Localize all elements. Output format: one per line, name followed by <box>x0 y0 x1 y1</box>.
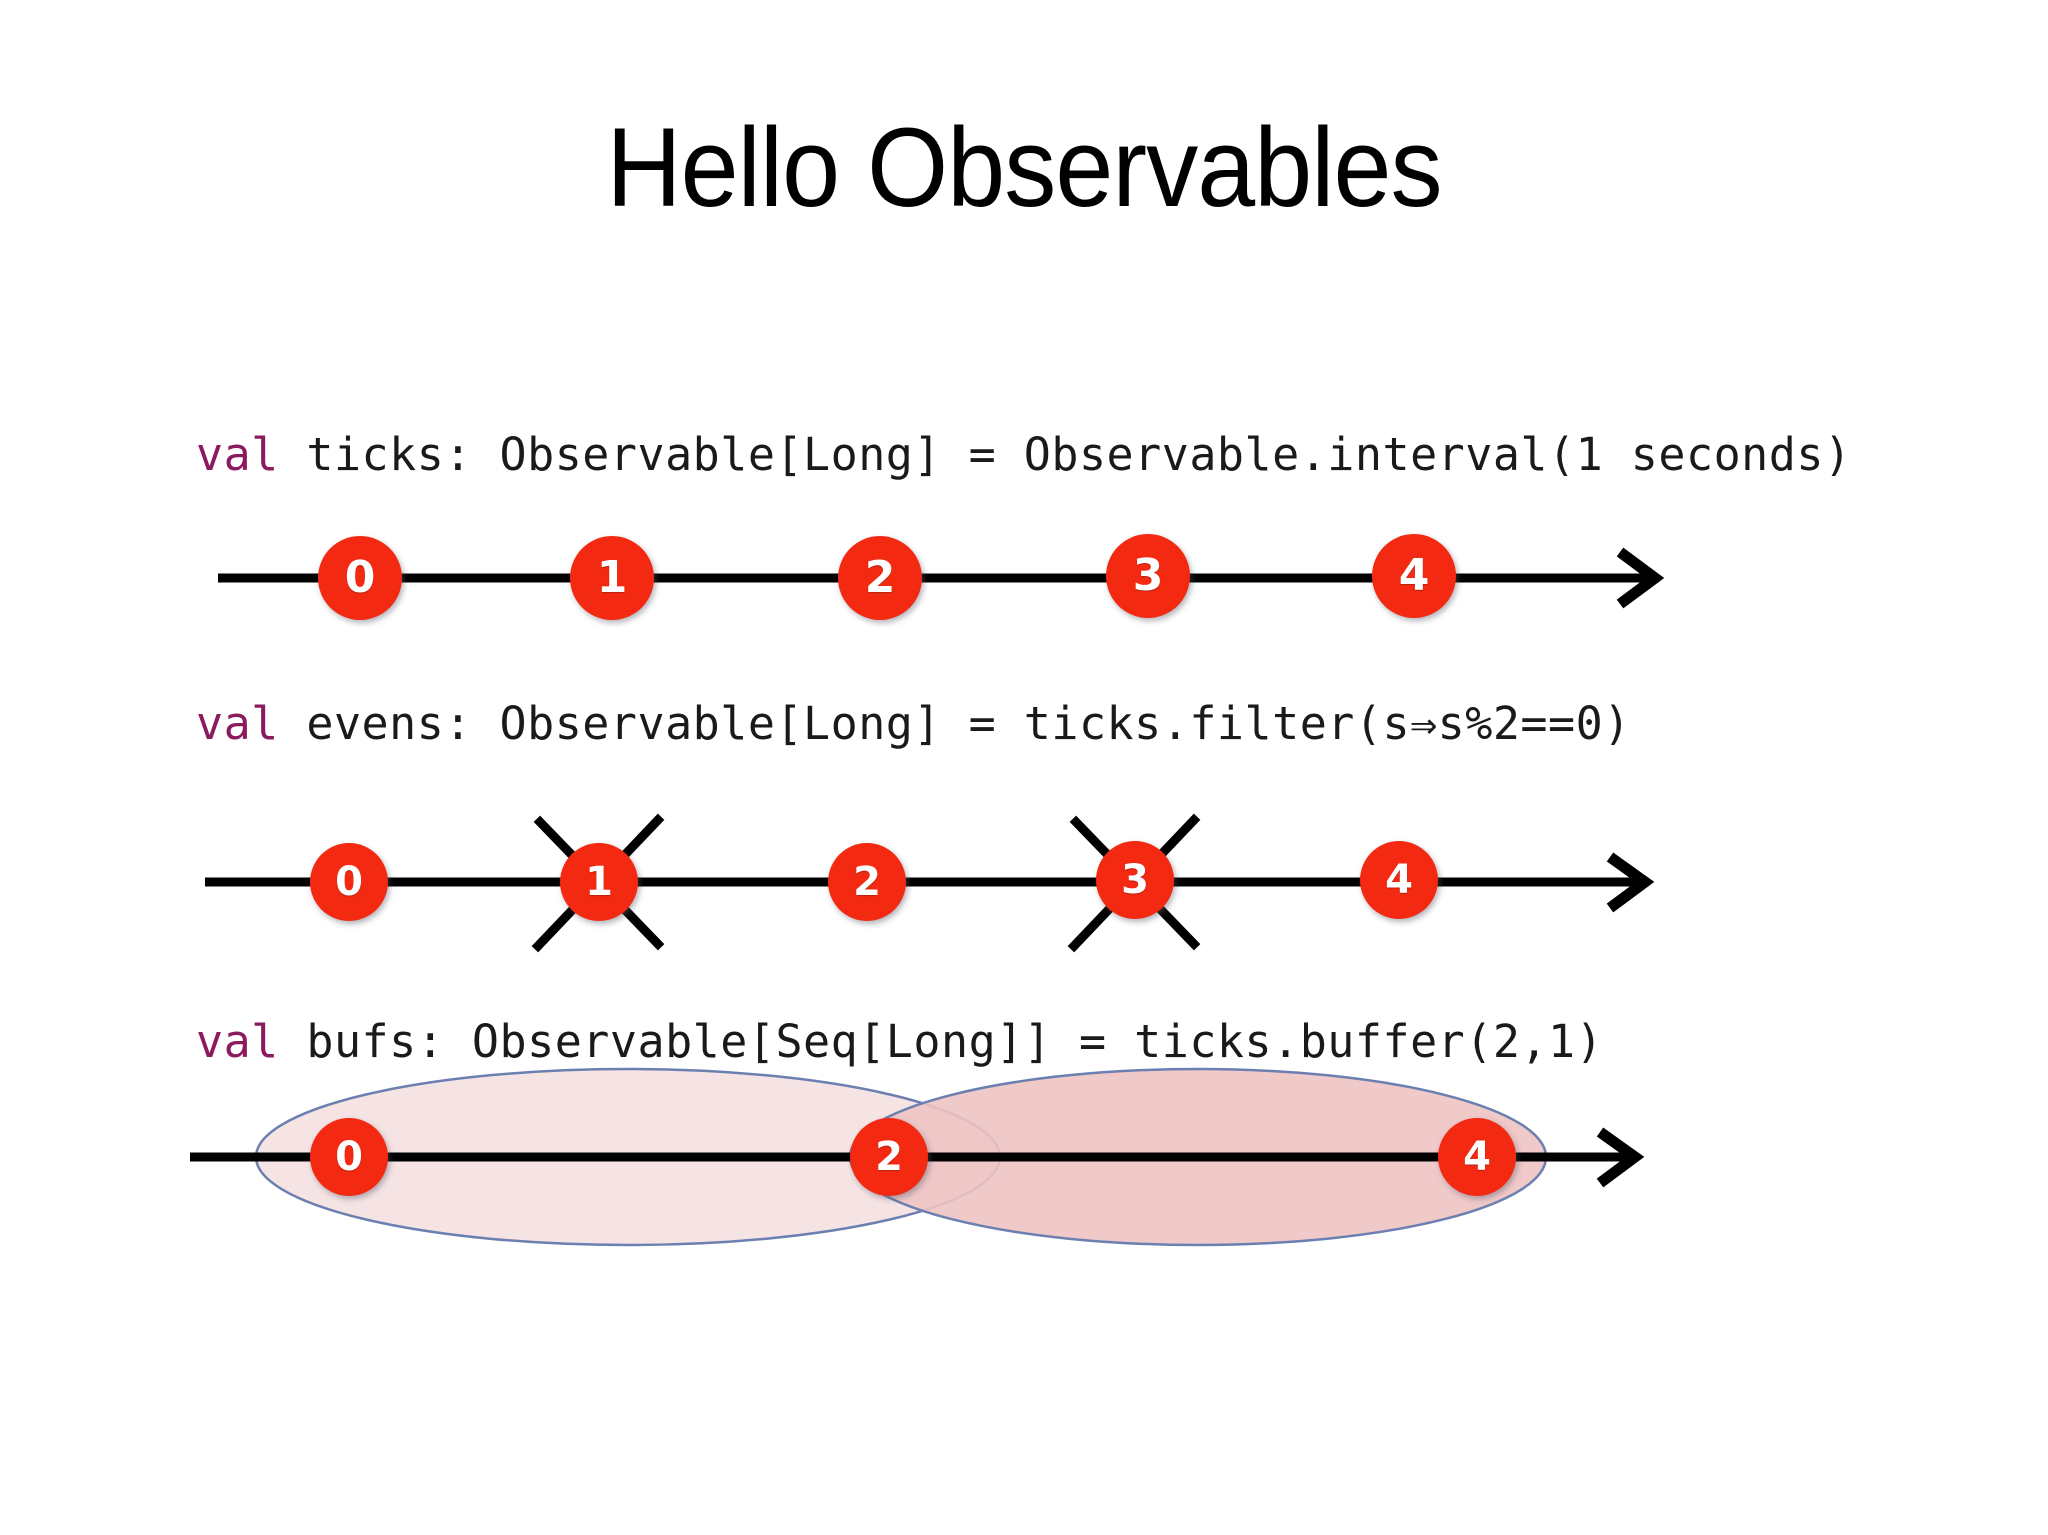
keyword-val: val <box>196 428 279 481</box>
event-marker-label: 4 <box>1398 550 1430 601</box>
event-marker[interactable]: 0 <box>318 536 402 620</box>
event-marker-filtered[interactable]: 3 <box>1096 841 1174 919</box>
event-marker-label: 0 <box>344 552 376 603</box>
event-marker[interactable]: 2 <box>838 536 922 620</box>
axis-arrowhead-icon <box>1616 547 1665 609</box>
event-marker-label: 4 <box>1463 1134 1491 1180</box>
event-marker-label: 1 <box>596 552 628 603</box>
event-marker-label: 3 <box>1121 857 1149 903</box>
axis-arrowhead-icon <box>1596 1127 1645 1188</box>
event-marker-label: 3 <box>1132 550 1164 601</box>
event-marker[interactable]: 1 <box>570 536 654 620</box>
event-marker-label: 2 <box>864 552 896 603</box>
event-marker[interactable]: 2 <box>828 843 906 921</box>
timeline-bufs: 0 2 4 <box>0 1062 2048 1262</box>
event-marker[interactable]: 0 <box>310 843 388 921</box>
timeline-axis-bufs <box>190 1067 1645 1247</box>
code-text-ticks: ticks: Observable[Long] = Observable.int… <box>278 428 1852 481</box>
event-marker[interactable]: 2 <box>850 1118 928 1196</box>
timeline-ticks: 0 1 2 3 4 <box>0 478 2048 678</box>
page-title: Hello Observables <box>606 105 1442 230</box>
event-marker-filtered[interactable]: 1 <box>560 843 638 921</box>
event-marker[interactable]: 4 <box>1360 841 1438 919</box>
timeline-axis-ticks <box>218 547 1665 609</box>
keyword-val: val <box>196 697 279 750</box>
event-marker[interactable]: 4 <box>1372 534 1456 618</box>
timeline-axis-evens <box>205 813 1655 953</box>
event-marker-label: 0 <box>335 1134 363 1180</box>
event-marker-label: 0 <box>335 859 363 905</box>
code-line-bufs: val bufs: Observable[Seq[Long]] = ticks.… <box>196 1019 1603 1064</box>
event-marker-label: 1 <box>585 859 613 905</box>
axis-arrowhead-icon <box>1606 852 1655 913</box>
event-marker[interactable]: 0 <box>310 1118 388 1196</box>
code-text-bufs: bufs: Observable[Seq[Long]] = ticks.buff… <box>278 1015 1604 1068</box>
code-text-evens: evens: Observable[Long] = ticks.filter(s… <box>278 697 1631 750</box>
event-marker[interactable]: 4 <box>1438 1118 1516 1196</box>
timeline-evens: 0 1 2 3 4 <box>0 762 2048 962</box>
event-marker[interactable]: 3 <box>1106 534 1190 618</box>
event-marker-label: 2 <box>853 859 881 905</box>
code-line-ticks: val ticks: Observable[Long] = Observable… <box>196 432 1852 477</box>
keyword-val: val <box>196 1015 279 1068</box>
event-marker-label: 2 <box>875 1134 903 1180</box>
event-marker-label: 4 <box>1385 857 1413 903</box>
code-line-evens: val evens: Observable[Long] = ticks.filt… <box>196 701 1631 746</box>
